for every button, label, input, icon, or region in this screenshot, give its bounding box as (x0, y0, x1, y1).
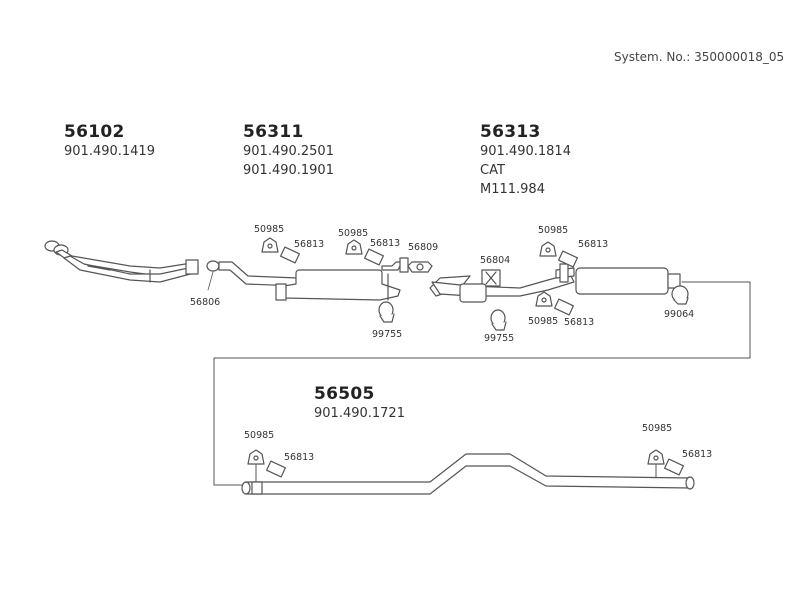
clamp-99064 (671, 285, 689, 305)
assembly-ref: M111.984 (480, 182, 545, 197)
callout-label: 50985 (538, 225, 568, 236)
assembly-ref: 901.490.1419 (64, 144, 155, 159)
clamp-56806 (206, 260, 220, 272)
callout-label: 99755 (372, 329, 402, 340)
hanger-50985 (647, 449, 665, 479)
bracket-56813 (364, 248, 384, 266)
assembly-56313: 56313 901.490.1814 CAT M111.984 (480, 122, 571, 199)
middle-silencer-56311 (218, 257, 409, 301)
callout-label: 56813 (294, 239, 324, 250)
clamp-99755 (378, 301, 395, 323)
assembly-code: 56505 (314, 384, 375, 404)
callout-label: 50985 (254, 224, 284, 235)
assembly-code: 56102 (64, 122, 125, 142)
callout-label: 56813 (284, 452, 314, 463)
hanger-50985 (261, 237, 279, 253)
callout-label: 50985 (528, 316, 558, 327)
callout-label: 99064 (664, 309, 694, 320)
assembly-56311: 56311 901.490.2501 901.490.1901 (243, 122, 334, 180)
assembly-code: 56311 (243, 122, 304, 142)
clamp-99755 (490, 309, 507, 331)
hanger-50985 (535, 291, 553, 307)
assembly-56102: 56102 901.490.1419 (64, 122, 155, 161)
system-number: System. No.: 350000018_05 (614, 50, 785, 64)
assembly-ref: 901.490.1814 (480, 144, 571, 159)
tail-pipe-56505 (241, 453, 695, 495)
front-pipe-56102 (44, 240, 199, 283)
callout-label: 56813 (682, 449, 712, 460)
bracket-56813 (558, 250, 578, 268)
callout-label: 56813 (564, 317, 594, 328)
assembly-ref: 901.490.1901 (243, 163, 334, 178)
callout-label: 56804 (480, 255, 510, 266)
gasket-56809 (407, 261, 433, 273)
assembly-ref: CAT (480, 163, 505, 178)
bracket-56813 (554, 298, 574, 316)
callout-label: 50985 (338, 228, 368, 239)
assembly-ref: 901.490.1721 (314, 406, 405, 421)
callout-label: 56813 (578, 239, 608, 250)
hanger-50985 (247, 449, 265, 483)
cat-section-56313 (429, 263, 681, 303)
bracket-56813 (266, 460, 286, 478)
callout-label: 50985 (244, 430, 274, 441)
assembly-code: 56313 (480, 122, 541, 142)
assembly-56505: 56505 901.490.1721 (314, 384, 405, 423)
hanger-50985 (345, 239, 363, 255)
assembly-ref: 901.490.2501 (243, 144, 334, 159)
callout-label: 99755 (484, 333, 514, 344)
callout-label: 56806 (190, 297, 220, 308)
callout-label: 56813 (370, 238, 400, 249)
callout-label: 56809 (408, 242, 438, 253)
bracket-56813 (280, 246, 300, 264)
bracket-56813 (664, 458, 684, 476)
callout-label: 50985 (642, 423, 672, 434)
connector-line (213, 281, 751, 486)
hanger-50985 (539, 241, 557, 257)
